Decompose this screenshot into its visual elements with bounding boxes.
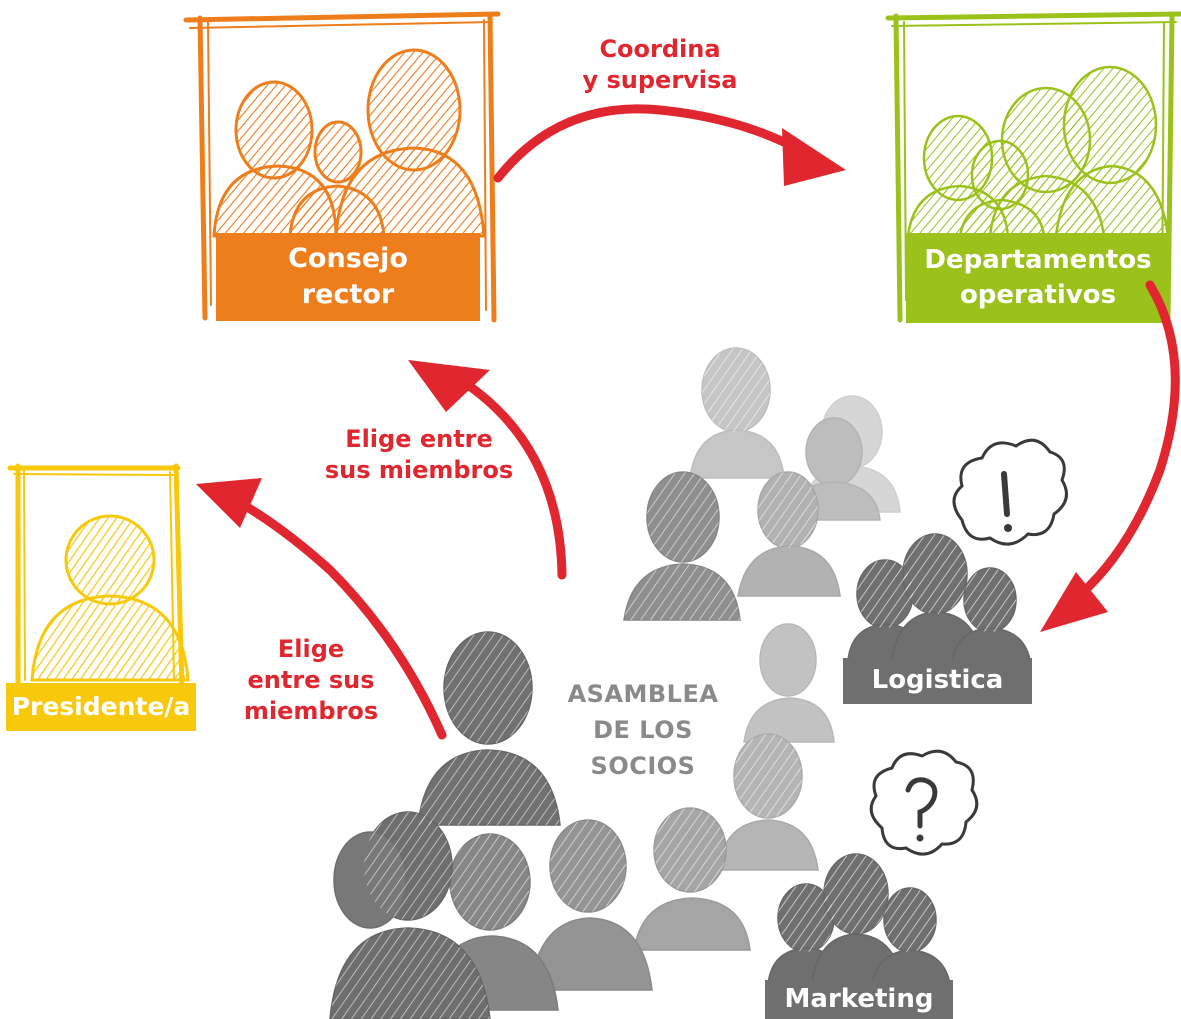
departments-label-box: [906, 233, 1170, 323]
exclamation-cloud-icon: [952, 438, 1068, 546]
arrow-elects-president-line3: miembros: [243, 697, 379, 726]
assembly-label-line2: DE LOS: [593, 716, 693, 744]
arrow-coordinates: [493, 104, 805, 183]
assembly-label-line3: SOCIOS: [590, 752, 696, 780]
assembly-label: ASAMBLEA DE LOS SOCIOS: [548, 676, 738, 784]
council-label: Consejo rector: [216, 233, 480, 321]
logistics-group: [843, 438, 1068, 704]
arrow-elects-president-line2: entre sus: [247, 666, 375, 695]
assembly-crowd: [329, 347, 901, 1019]
departments-label-line1: Departamentos: [924, 244, 1152, 275]
president-label-text: Presidente/a: [11, 692, 191, 722]
logistics-label-box: [843, 658, 1032, 704]
council-label-box: [216, 233, 480, 321]
president-person-icon: [30, 514, 190, 682]
arrow-elects-president-line1: Elige: [277, 635, 345, 663]
president-label-box: [6, 683, 196, 731]
departments-label: Departamentos operativos: [906, 233, 1170, 323]
arrow-coordinates-label: Coordina y supervisa: [560, 34, 760, 96]
arrows: [230, 104, 1180, 740]
arrowheads: [196, 128, 1108, 632]
arrow-elects-council-label: Elige entre sus miembros: [314, 424, 524, 486]
marketing-group: [765, 749, 979, 1019]
president-group: [6, 463, 196, 731]
council-group: [183, 11, 501, 323]
president-label: Presidente/a: [6, 683, 196, 731]
council-label-line2: rector: [301, 279, 395, 310]
departments-group: [885, 11, 1181, 323]
council-people-icon: [212, 48, 486, 238]
question-cloud-icon: [869, 749, 979, 856]
arrow-elects-council-line2: sus miembros: [324, 456, 514, 485]
crowd-person: [743, 623, 835, 743]
council-label-line1: Consejo: [288, 242, 408, 274]
departments-people-icon: [906, 65, 1170, 238]
logistics-label: Logistica: [843, 658, 1032, 704]
arrow-elects-council-line1: Elige entre: [345, 425, 493, 453]
arrow-elects-president-label: Elige entre sus miembros: [226, 634, 396, 728]
president-frame: [7, 463, 185, 693]
arrow-to-logistics: [1075, 280, 1180, 600]
arrow-coordinates-line2: y supervisa: [582, 66, 738, 95]
arrow-elects-president: [230, 495, 447, 740]
marketing-label-box: [765, 980, 953, 1019]
marketing-label: Marketing: [765, 980, 953, 1019]
logistics-label-text: Logistica: [871, 665, 1004, 696]
council-frame: [183, 11, 501, 323]
departments-label-line2: operativos: [959, 280, 1117, 310]
marketing-label-text: Marketing: [784, 983, 934, 1014]
assembly-label-line1: ASAMBLEA: [567, 680, 719, 708]
arrow-coordinates-line1: Coordina: [599, 35, 721, 63]
arrow-elects-council: [463, 380, 567, 580]
